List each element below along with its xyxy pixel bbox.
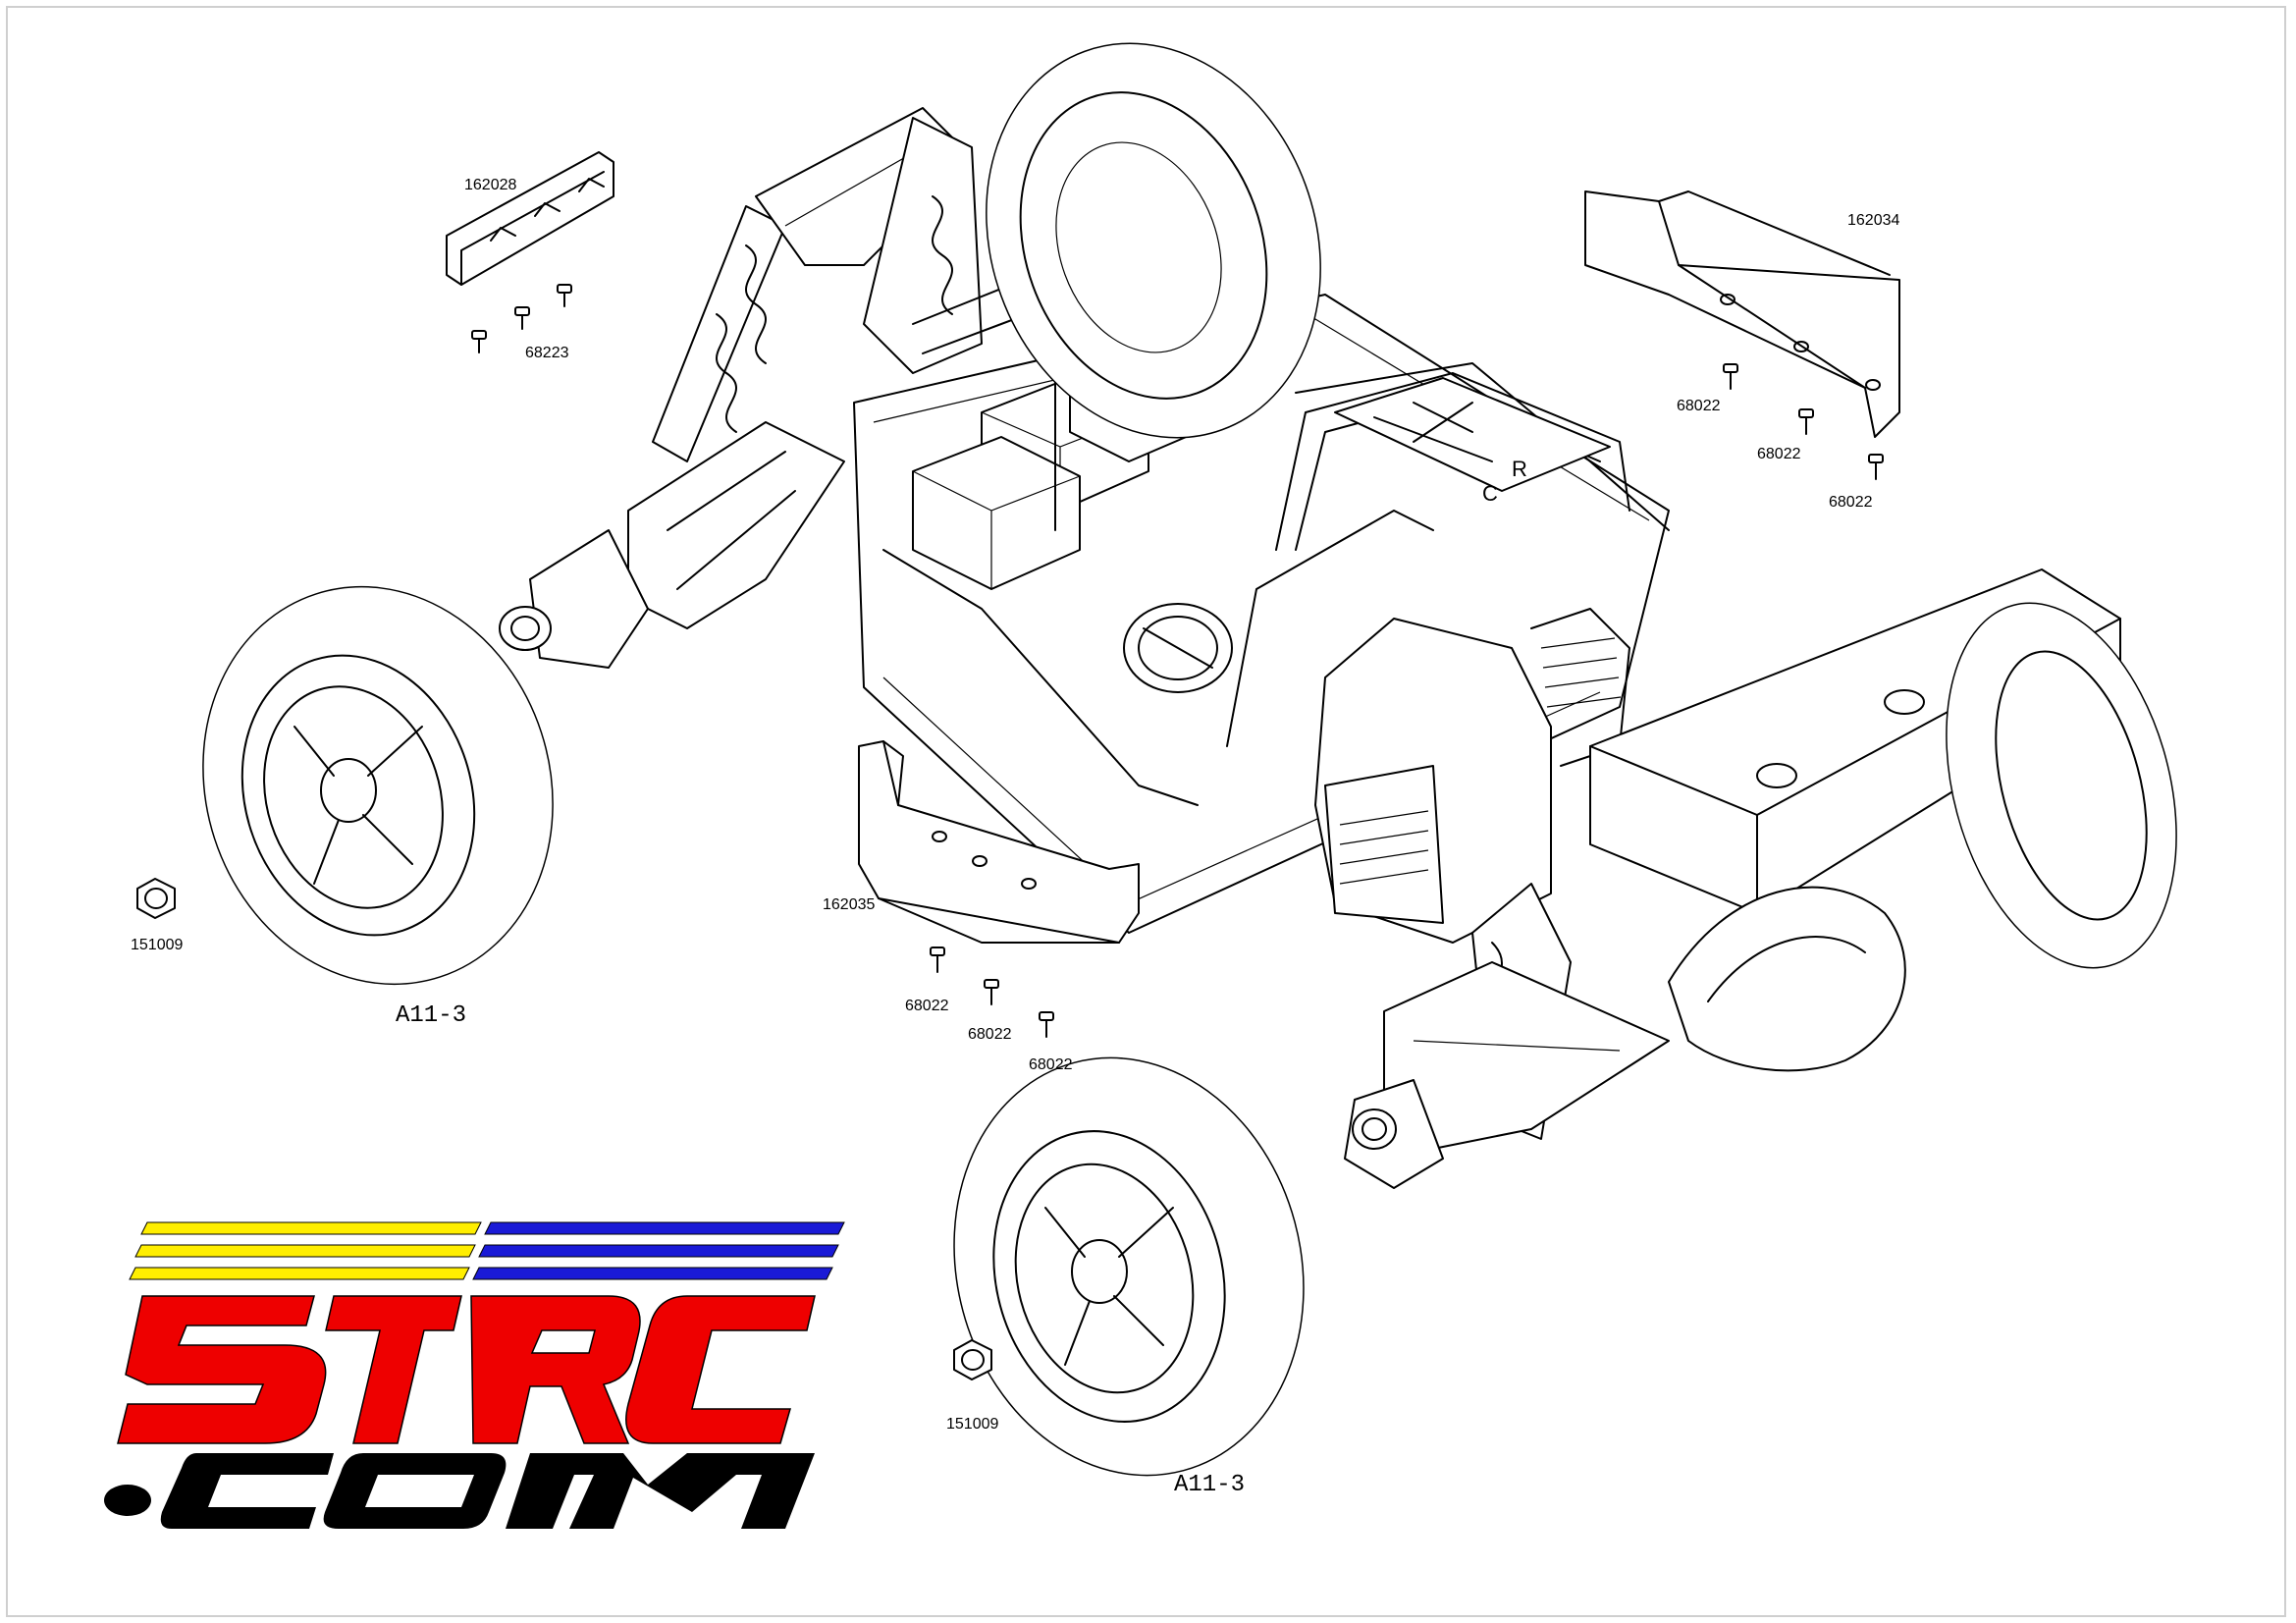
screw-68022-f-label: 68022 [1029,1056,1073,1073]
logo-black-com [104,1453,815,1529]
svg-text:R: R [1512,457,1527,481]
front-bumper-guard [446,151,614,286]
chassis: R C [853,284,2121,1189]
logo-red-letters [117,1295,816,1444]
svg-text:C: C [1482,481,1498,506]
front-suspension-assembly [499,107,1130,669]
rear-side-guard-label: 162034 [1847,212,1899,229]
screw-68022-a-label: 68022 [1677,398,1721,414]
wheel-left-label: A11-3 [396,1002,466,1029]
wheel-bottom-label: A11-3 [1174,1472,1245,1498]
screws-68022-rear [1723,363,1884,480]
watermark-logo [104,1221,845,1529]
svg-text:A11-3: A11-3 [1174,1472,1245,1498]
rear-side-guard [1584,190,1900,438]
svg-text:A11-3: A11-3 [396,1002,466,1029]
screw-68022-e-label: 68022 [968,1026,1012,1043]
logo-yellow-stripes [129,1221,482,1280]
wheel-left [202,585,554,986]
lower-side-guard-label: 162035 [823,896,875,913]
screws-68022-lower [930,947,1054,1038]
logo-blue-stripes [472,1221,845,1280]
screws-68223-label: 68223 [525,345,569,361]
tire-rear-right [1946,602,2177,969]
tire-front-right [986,42,1321,439]
wheel-bottom [953,1056,1305,1477]
front-bumper-guard-label: 162028 [464,177,516,193]
screws-68223 [471,284,572,353]
screw-68022-b-label: 68022 [1757,446,1801,462]
nut-bottom-label: 151009 [946,1416,998,1433]
nut-left-label: 151009 [131,937,183,953]
hex-nut-bottom [953,1339,992,1380]
hex-nut-left [136,878,176,919]
screw-68022-d-label: 68022 [905,998,949,1014]
screw-68022-c-label: 68022 [1829,494,1873,511]
page-frame [6,6,2286,1617]
lower-side-guard [858,740,1140,944]
